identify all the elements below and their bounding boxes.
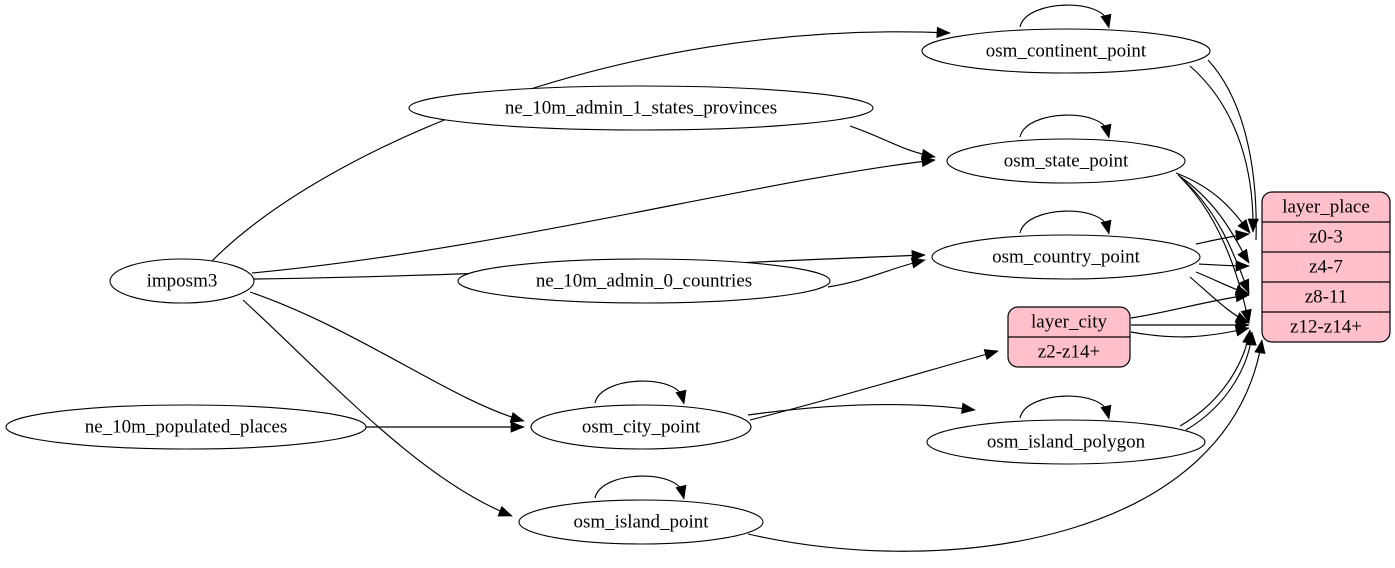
node-label-imposm3: imposm3 <box>147 270 218 291</box>
edge-country-z4-7-arrow <box>1235 260 1250 272</box>
node-imposm3[interactable]: imposm3 <box>109 258 255 304</box>
node-shape-ne_populated[interactable] <box>5 404 367 450</box>
node-ne_populated[interactable]: ne_10m_populated_places <box>5 404 367 450</box>
edge-imposm3-continent <box>209 31 951 264</box>
edge-city-layer-city-arrow <box>983 349 999 361</box>
nodes-layer: imposm3 ne_10m_admin_1_states_provincesne… <box>5 28 1391 545</box>
edge-ne-countries-country <box>827 259 926 288</box>
node-label-osm_island_point: osm_island_point <box>573 511 709 532</box>
node-shape-osm_state_point[interactable] <box>946 138 1186 184</box>
edge-self-city <box>594 380 684 404</box>
edge-layercity-z8-11-arrow <box>1235 291 1250 303</box>
node-osm_country_point[interactable]: osm_country_point <box>931 234 1201 280</box>
record-layer_city[interactable]: layer_city z2-z14+ <box>1007 306 1131 368</box>
edge-self-island-point-arrow <box>675 484 687 500</box>
edge-island-point-z12 <box>747 339 1263 552</box>
record-row-layer_place-3[interactable]: z8-11 <box>1305 286 1348 307</box>
edge-island-polygon-z12 <box>1179 329 1251 427</box>
node-label-ne_states: ne_10m_admin_1_states_provinces <box>505 97 777 118</box>
edge-continent-z0-3 <box>1189 65 1254 233</box>
edge-ne-countries-country-arrow <box>910 257 926 269</box>
node-shape-osm_island_polygon[interactable] <box>926 419 1206 465</box>
edge-self-country <box>1019 210 1109 234</box>
edge-continent-tail <box>1207 59 1257 241</box>
edge-self-country-arrow <box>1100 219 1112 235</box>
node-label-osm_island_polygon: osm_island_polygon <box>987 431 1146 452</box>
edge-island-polygon-z12b-arrow <box>1245 331 1257 346</box>
edge-imposm3-continent-arrow <box>936 26 951 39</box>
edge-country-z0-3-arrow <box>1235 229 1250 242</box>
edge-state-z12-arrow <box>1240 308 1252 324</box>
edge-city-island-polygon-arrow <box>961 402 976 414</box>
node-osm_state_point[interactable]: osm_state_point <box>946 138 1186 184</box>
node-ne_countries[interactable]: ne_10m_admin_0_countries <box>457 258 831 304</box>
edge-self-island-point <box>594 475 684 499</box>
edge-ne-populated-city-arrow <box>510 421 525 433</box>
edge-self-city-arrow <box>675 389 687 405</box>
edge-ne-states-state <box>849 125 936 158</box>
record-row-layer_city-1[interactable]: z2-z14+ <box>1038 341 1100 362</box>
edge-self-continent-arrow <box>1100 13 1112 29</box>
node-osm_continent_point[interactable]: osm_continent_point <box>921 28 1211 74</box>
edge-layercity-z8-11 <box>1130 294 1250 319</box>
edge-imposm3-city-arrow <box>509 411 525 423</box>
node-shape-imposm3[interactable] <box>109 258 255 304</box>
edge-city-island-polygon <box>747 403 976 416</box>
edge-state-z4-7-arrow <box>1237 248 1250 264</box>
node-label-osm_state_point: osm_state_point <box>1004 150 1129 171</box>
node-ne_states[interactable]: ne_10m_admin_1_states_provinces <box>408 85 874 131</box>
edge-self-state <box>1019 114 1109 138</box>
edge-city-layer-city <box>749 350 999 421</box>
edge-self-island-polygon <box>1019 395 1109 419</box>
node-shape-osm_country_point[interactable] <box>931 234 1201 280</box>
edges-layer <box>209 4 1266 552</box>
edge-self-continent <box>1019 4 1109 28</box>
node-label-osm_continent_point: osm_continent_point <box>986 40 1147 61</box>
node-shape-osm_island_point[interactable] <box>518 499 764 545</box>
node-label-ne_populated: ne_10m_populated_places <box>85 416 288 437</box>
edge-imposm3-country-arrow <box>911 249 926 262</box>
edge-ne-states-state-arrow <box>920 148 936 160</box>
node-osm_island_point[interactable]: osm_island_point <box>518 499 764 545</box>
node-label-ne_countries: ne_10m_admin_0_countries <box>536 270 752 291</box>
node-shape-osm_continent_point[interactable] <box>921 28 1211 74</box>
record-row-layer_place-2[interactable]: z4-7 <box>1309 256 1343 277</box>
edge-imposm3-city <box>249 291 525 422</box>
edge-state-z8-11-arrow <box>1238 278 1250 294</box>
edge-state-z0-3-arrow <box>1237 219 1251 234</box>
record-row-layer_place-0[interactable]: layer_place <box>1282 196 1370 217</box>
edge-imposm3-state <box>251 159 936 274</box>
edge-layercity-z12b-arrow <box>1234 325 1250 337</box>
edge-imposm3-island-point-arrow <box>497 505 513 517</box>
edge-continent-z0-3-arrow <box>1247 218 1259 233</box>
edge-self-state-arrow <box>1100 123 1112 139</box>
record-box-layer_place[interactable] <box>1261 191 1391 343</box>
node-label-osm_city_point: osm_city_point <box>582 416 701 437</box>
edge-layercity-z12b <box>1130 327 1250 338</box>
node-label-osm_country_point: osm_country_point <box>992 246 1140 267</box>
edge-imposm3-island-point <box>242 299 513 517</box>
record-row-layer_place-1[interactable]: z0-3 <box>1309 226 1343 247</box>
edge-self-island-polygon-arrow <box>1100 404 1112 420</box>
node-osm_city_point[interactable]: osm_city_point <box>530 404 752 450</box>
record-row-layer_place-4[interactable]: z12-z14+ <box>1290 316 1362 337</box>
node-shape-osm_city_point[interactable] <box>530 404 752 450</box>
record-row-layer_city-0[interactable]: layer_city <box>1031 311 1107 332</box>
edge-island-point-z12-arrow <box>1254 339 1266 355</box>
node-shape-ne_countries[interactable] <box>457 258 831 304</box>
node-shape-ne_states[interactable] <box>408 85 874 131</box>
record-layer_place[interactable]: layer_place z0-3 z4-7 z8-11 z12-z14+ <box>1261 191 1391 343</box>
node-osm_island_polygon[interactable]: osm_island_polygon <box>926 419 1206 465</box>
